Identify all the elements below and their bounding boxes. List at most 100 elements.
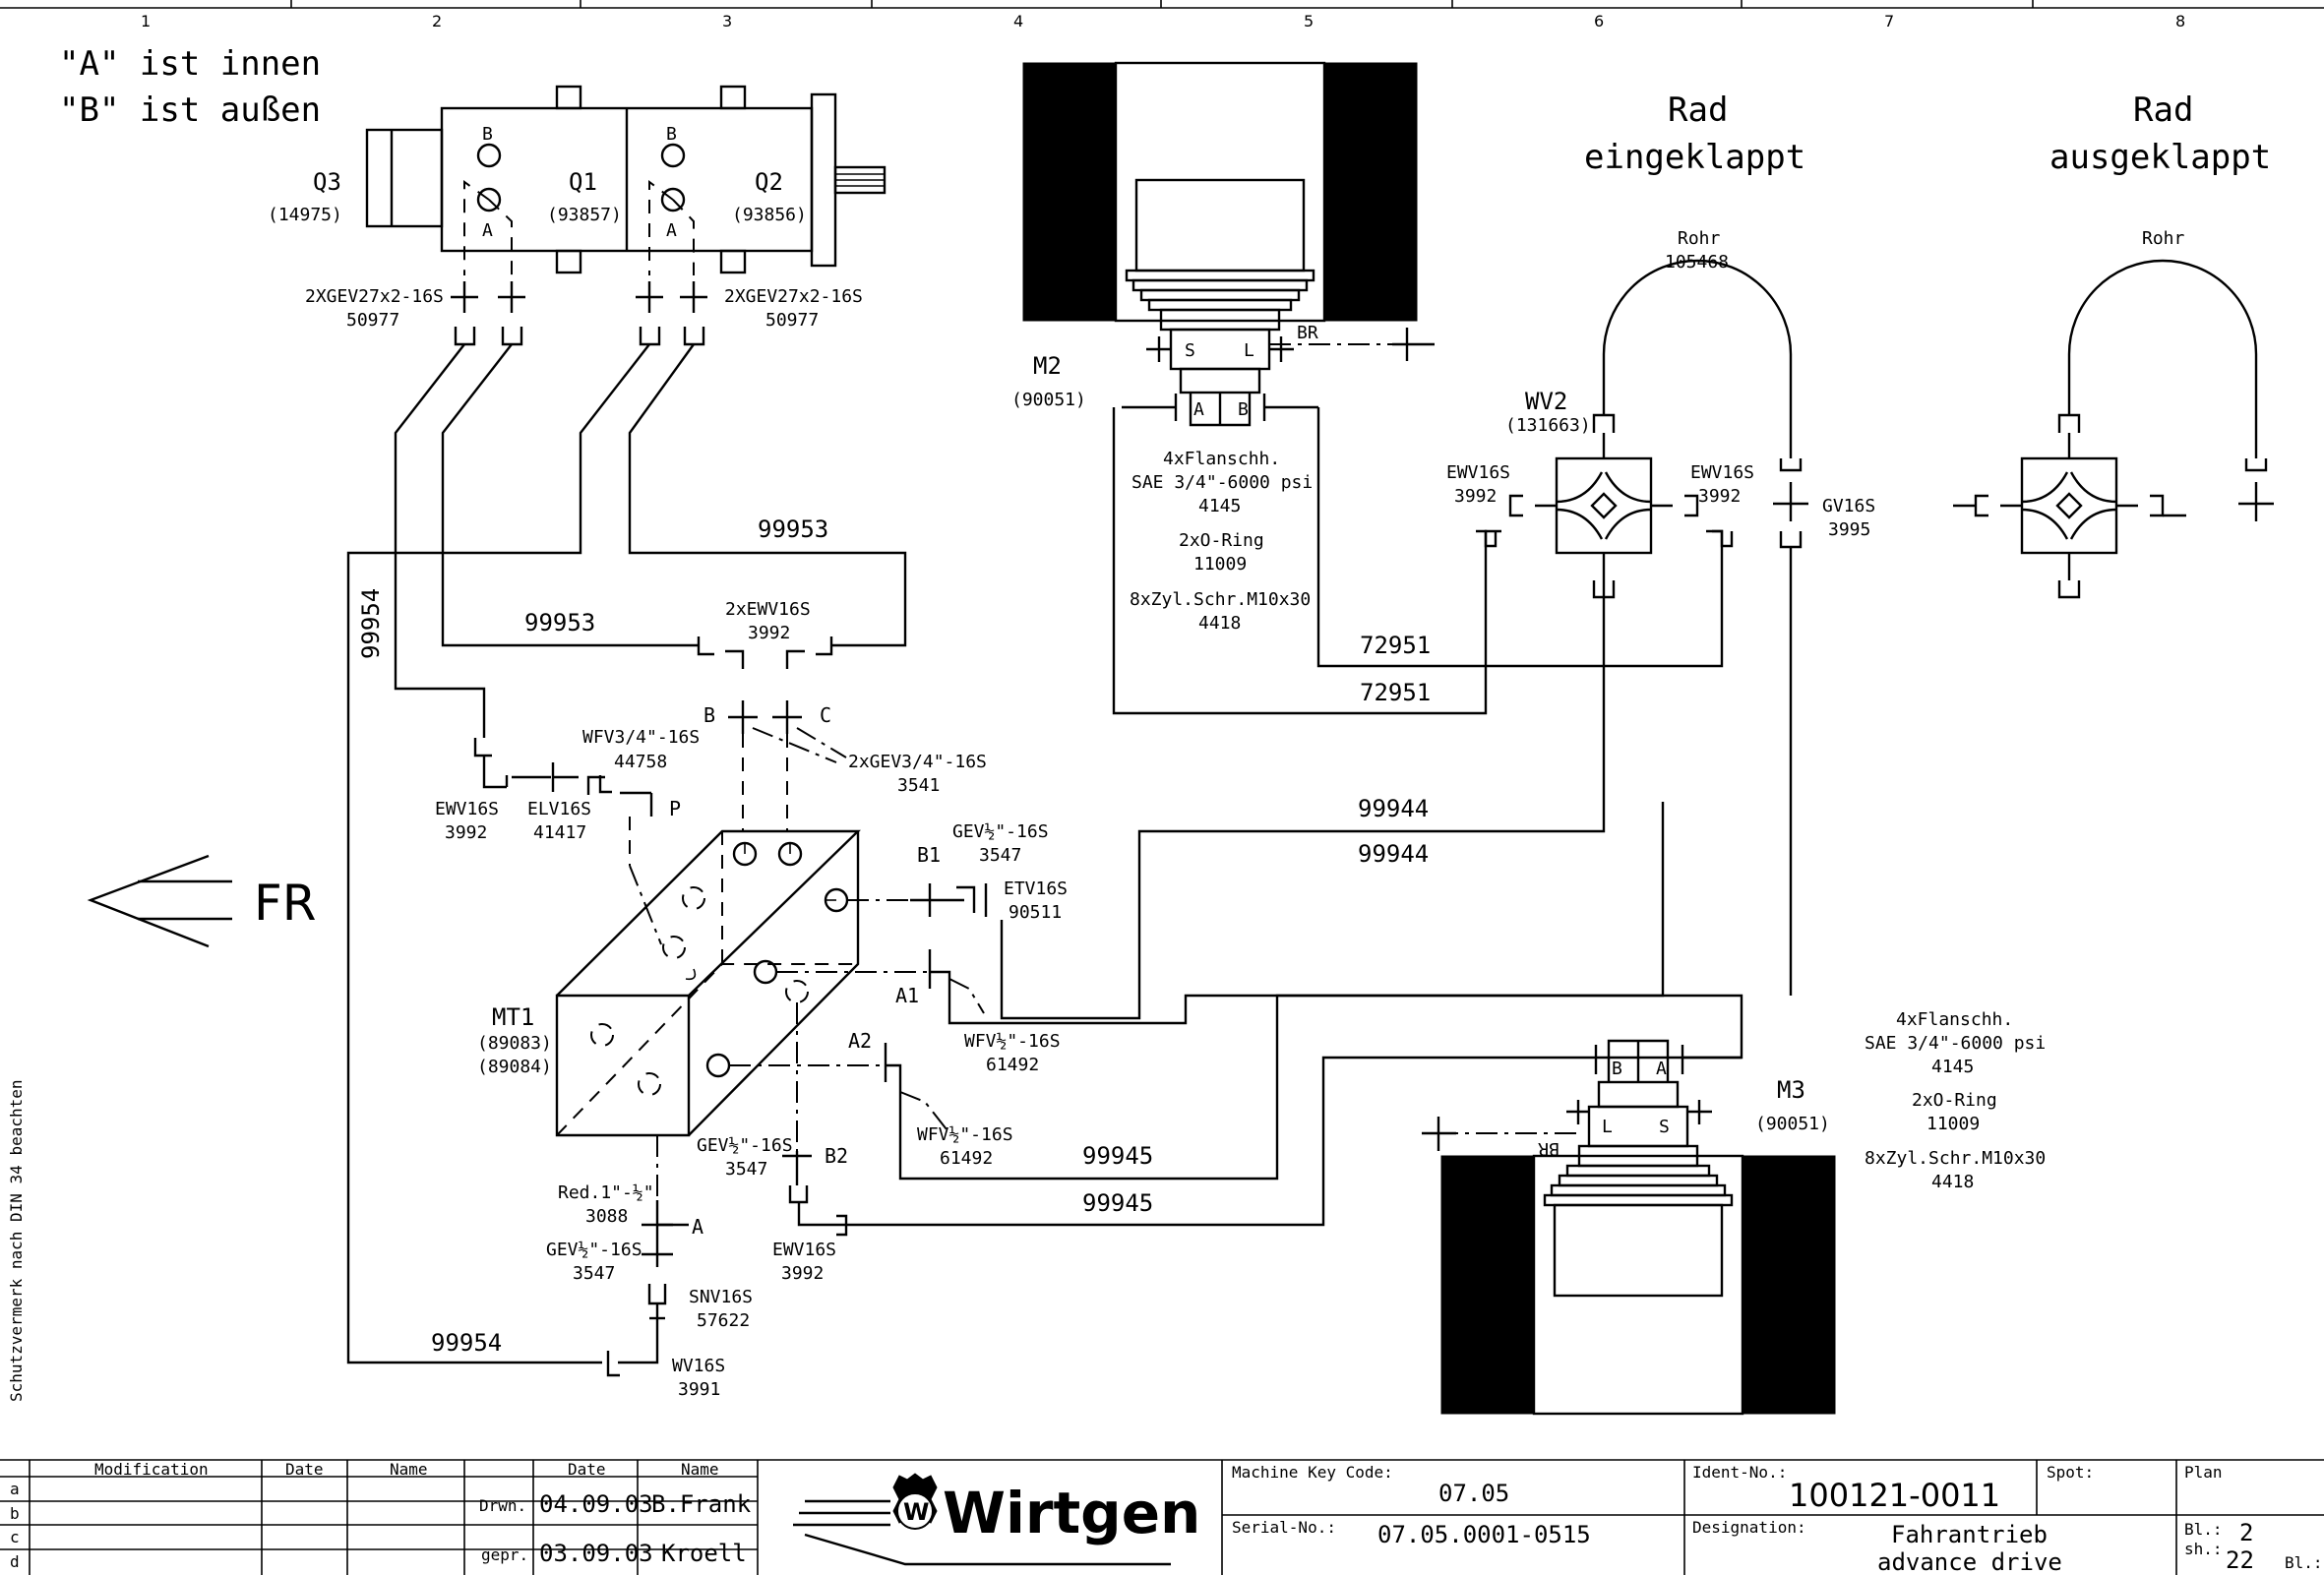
fitting-wfv34-part: 44758 xyxy=(614,752,667,772)
wheel-in-title2: eingeklappt xyxy=(1584,138,1805,177)
fitting-elv-part: 41417 xyxy=(533,822,586,843)
motor-m2-spec3: 4145 xyxy=(1198,496,1241,516)
fitting-red-part: 3088 xyxy=(585,1206,628,1227)
sheet-bl2-label: Bl.: xyxy=(2285,1553,2323,1572)
wirtgen-logo-text: Wirtgen xyxy=(943,1480,1200,1546)
fitting-ewv-pair-part: 3992 xyxy=(748,623,790,643)
designation-de: Fahrantrieb xyxy=(1891,1521,2048,1548)
wheel-out-pipe: Rohr xyxy=(2142,228,2185,249)
checked-date: 03.09.03 xyxy=(539,1540,653,1567)
hose-99944-a: 99944 xyxy=(1358,795,1429,822)
hose-99945-b: 99945 xyxy=(1082,1189,1153,1217)
fitting-gev-b1-part: 3547 xyxy=(979,845,1021,866)
hose-72951-b: 72951 xyxy=(1360,679,1431,706)
valve-wv2 xyxy=(1476,259,1808,996)
row-c-label: c xyxy=(10,1528,20,1546)
motor-m3-spec1: 4xFlanschh. xyxy=(1896,1009,2013,1030)
motor-m2-spec1: 4xFlanschh. xyxy=(1163,449,1280,469)
motor-m2-s: S xyxy=(1185,340,1195,361)
fitting-ewv-b2-part: 3992 xyxy=(781,1263,824,1284)
drawn-name: B.Frank xyxy=(651,1490,752,1518)
fitting-gev-a-name: GEV½"-16S xyxy=(546,1240,642,1260)
row-d-label: d xyxy=(10,1552,20,1571)
checked-name: Kroell xyxy=(661,1540,747,1567)
fitting-gv16s-name: GV16S xyxy=(1822,496,1875,516)
drawn-date: 04.09.03 xyxy=(539,1490,653,1518)
pump-fittings xyxy=(451,281,707,346)
motor-m2-b: B xyxy=(1238,399,1249,420)
motor-m2-spec6: 8xZyl.Schr.M10x30 xyxy=(1130,589,1311,610)
fitting-ewv-pair-name: 2xEWV16S xyxy=(725,599,811,620)
note-b-outside: "B" ist außen xyxy=(59,91,321,130)
designation-label: Designation: xyxy=(1692,1518,1806,1537)
designation-en: advance drive xyxy=(1877,1548,2062,1575)
motor-m3-b: B xyxy=(1612,1059,1622,1079)
pump-assembly xyxy=(365,85,887,275)
fitting-snv-part: 57622 xyxy=(697,1310,750,1331)
fitting-ewv-left-name: EWV16S xyxy=(435,799,499,819)
checked-label: gepr. xyxy=(481,1545,528,1564)
valve-block-part2: (89084) xyxy=(477,1057,552,1077)
pump-q3-label: Q3 xyxy=(313,168,341,196)
pump-q1-port-b: B xyxy=(482,124,493,145)
col-name2: Name xyxy=(681,1460,719,1479)
wheel-in-title1: Rad xyxy=(1668,91,1728,130)
left-fitting-chain xyxy=(473,738,662,945)
fitting-etv-name: ETV16S xyxy=(1004,878,1068,899)
col-modification: Modification xyxy=(94,1460,209,1479)
fitting-wfv-a2-name: WFV½"-16S xyxy=(917,1124,1013,1145)
motor-m3-a: A xyxy=(1656,1059,1667,1079)
motor-m3-br: BR xyxy=(1538,1138,1560,1159)
grid-col-4: 4 xyxy=(1013,12,1023,30)
col-date2: Date xyxy=(568,1460,606,1479)
fitting-ewv-b2-name: EWV16S xyxy=(772,1240,836,1260)
fitting-ewv-wv2-left-name: EWV16S xyxy=(1446,462,1510,483)
pump-q1-port-a: A xyxy=(482,220,493,241)
plan-label: Plan xyxy=(2184,1463,2223,1482)
sheet-sh-value: 22 xyxy=(2226,1546,2254,1574)
valve-block-label: MT1 xyxy=(492,1003,534,1031)
direction-label: FR xyxy=(254,875,317,932)
fitting-ewv-left-part: 3992 xyxy=(445,822,487,843)
port-a1-label: A1 xyxy=(895,984,919,1007)
grid-col-7: 7 xyxy=(1884,12,1894,30)
motor-m3 xyxy=(1422,1039,1836,1416)
motor-m2-label: M2 xyxy=(1033,352,1062,380)
fitting-gev-b2-name: GEV½"-16S xyxy=(697,1135,793,1156)
wheel-in-pipe: Rohr xyxy=(1678,228,1721,249)
serial-value: 07.05.0001-0515 xyxy=(1377,1521,1591,1548)
pump-q2-port-b: B xyxy=(666,124,677,145)
port-c-label: C xyxy=(820,703,831,727)
machine-key-label: Machine Key Code: xyxy=(1232,1463,1393,1482)
motor-m3-part: (90051) xyxy=(1755,1114,1830,1134)
fitting-ewv-wv2-left-part: 3992 xyxy=(1454,486,1497,507)
note-a-inside: "A" ist innen xyxy=(59,44,321,84)
hose-lines-left xyxy=(346,343,907,1364)
ident-label: Ident-No.: xyxy=(1692,1463,1787,1482)
fitting-etv-part: 90511 xyxy=(1009,902,1062,923)
grid-col-1: 1 xyxy=(141,12,151,30)
grid-col-5: 5 xyxy=(1304,12,1314,30)
wheel-out-title2: ausgeklappt xyxy=(2049,138,2271,177)
machine-key-value: 07.05 xyxy=(1438,1480,1509,1507)
fitting-gev-a-part: 3547 xyxy=(573,1263,615,1284)
grid-col-2: 2 xyxy=(432,12,442,30)
fitting-gev-left-name: 2XGEV27x2-16S xyxy=(305,286,444,307)
port-p-label: P xyxy=(669,797,681,820)
hose-72951-a: 72951 xyxy=(1360,632,1431,659)
a1-fittings xyxy=(928,802,1665,1025)
valve-wheel-out xyxy=(1953,259,2274,599)
ewv-pair-fitting xyxy=(697,636,847,831)
sheet-bl-value: 2 xyxy=(2239,1519,2253,1546)
col-date: Date xyxy=(285,1460,324,1479)
motor-m2-spec7: 4418 xyxy=(1198,613,1241,634)
pump-q1-label: Q1 xyxy=(569,168,597,196)
sheet-sh-label: sh.: xyxy=(2184,1540,2223,1558)
serial-label: Serial-No.: xyxy=(1232,1518,1336,1537)
motor-m2-part: (90051) xyxy=(1011,390,1086,410)
hose-99945-a: 99945 xyxy=(1082,1142,1153,1170)
fitting-gev-b2-part: 3547 xyxy=(725,1159,767,1180)
motor-m3-spec3: 4145 xyxy=(1931,1057,1974,1077)
motor-m2-spec4: 2xO-Ring xyxy=(1179,530,1264,551)
fitting-gev-right-name: 2XGEV27x2-16S xyxy=(724,286,863,307)
